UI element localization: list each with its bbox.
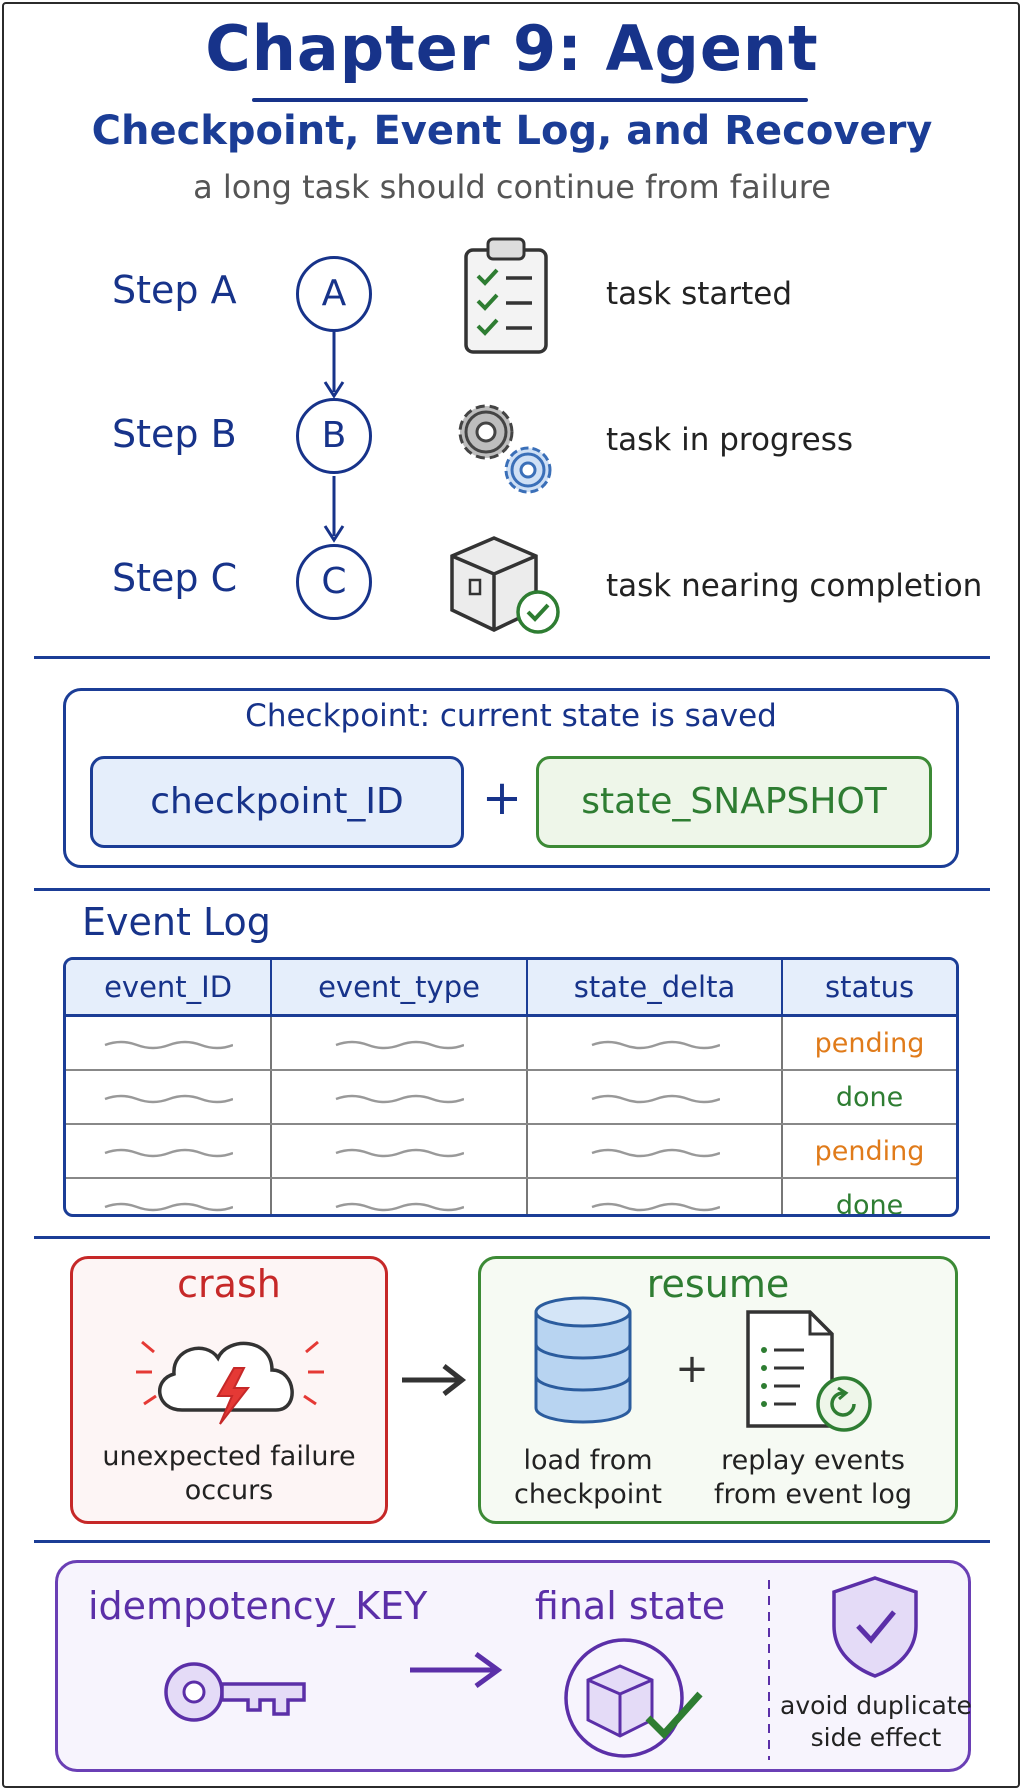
box-check-icon [450,536,560,634]
crash-caption: unexpected failure occurs [102,1441,356,1506]
placeholder-squiggle [591,1202,720,1211]
resume-plus-sign: + [675,1346,709,1392]
final-state-box-icon [564,1638,703,1758]
placeholder-squiggle [335,1202,465,1211]
table-row: pending [66,1015,956,1071]
idempotency-panel [55,1560,971,1772]
status-cell: pending [782,1015,956,1071]
page-subtitle: Checkpoint, Event Log, and Recovery [91,108,933,154]
checkpoint-title: Checkpoint: current state is saved [245,698,777,734]
column-header: state_delta [526,960,784,1017]
database-icon [534,1296,632,1424]
step-desc-a: task started [606,276,793,312]
avoid-duplicate-caption: avoid duplicate side effect [780,1691,972,1752]
placeholder-squiggle [591,1148,720,1157]
arrow-right-icon [402,1364,467,1396]
crash-title: crash [177,1262,281,1306]
resume-title: resume [646,1262,790,1306]
placeholder-squiggle [104,1148,234,1157]
column-header: event_type [271,960,528,1017]
placeholder-squiggle [104,1094,234,1103]
table-row: pending [66,1124,956,1179]
placeholder-squiggle [104,1040,234,1049]
plus-sign: + [481,770,523,826]
status-cell: done [782,1070,956,1125]
table-header-row: event_ID event_type state_delta status [66,960,956,1017]
placeholder-squiggle [335,1040,465,1049]
title-underline [252,98,808,102]
divider-1 [34,656,990,659]
arrow-b-to-c [323,476,345,543]
load-checkpoint-caption: load from checkpoint [514,1445,662,1510]
dashed-separator [768,1580,770,1760]
step-node-a: A [296,256,372,332]
checkpoint-panel [63,688,959,868]
shield-check-icon [832,1576,918,1678]
checkpoint-id-pill: checkpoint_ID [90,756,464,848]
divider-3 [34,1236,990,1239]
table-row: done [66,1178,956,1217]
divider-2 [34,888,990,891]
step-node-b: B [296,398,372,474]
arrow-a-to-b [323,332,345,399]
step-label-b: Step B [112,412,237,456]
event-log-table: event_ID event_type state_delta status p… [63,957,959,1217]
divider-4 [34,1540,990,1543]
status-cell: pending [782,1124,956,1179]
step-label-a: Step A [112,268,237,312]
placeholder-squiggle [591,1094,720,1103]
final-state-label: final state [534,1584,726,1628]
clipboard-checklist-icon [464,237,548,354]
column-header: event_ID [66,960,273,1017]
step-node-c: C [296,544,372,620]
key-icon [164,1662,306,1722]
table-row: done [66,1070,956,1125]
step-desc-b: task in progress [606,422,854,458]
replay-events-caption: replay events from event log [713,1445,913,1510]
placeholder-squiggle [335,1148,465,1157]
storm-cloud-lightning-icon [136,1340,324,1425]
arrow-right-purple-icon [410,1651,503,1689]
event-log-title: Event Log [82,900,271,944]
placeholder-squiggle [104,1202,234,1211]
placeholder-squiggle [591,1040,720,1049]
page-title: Chapter 9: Agent [205,12,819,85]
state-snapshot-pill: state_SNAPSHOT [536,756,932,848]
status-cell: done [835,1189,904,1217]
gears-icon [458,404,552,494]
column-header: status [782,960,956,1017]
step-label-c: Step C [112,556,238,600]
step-desc-c: task nearing completion [606,568,983,604]
idempotency-key-label: idempotency_KEY [88,1584,428,1628]
placeholder-squiggle [335,1094,465,1103]
page-tagline: a long task should continue from failure [193,168,831,206]
document-replay-icon [746,1310,872,1432]
